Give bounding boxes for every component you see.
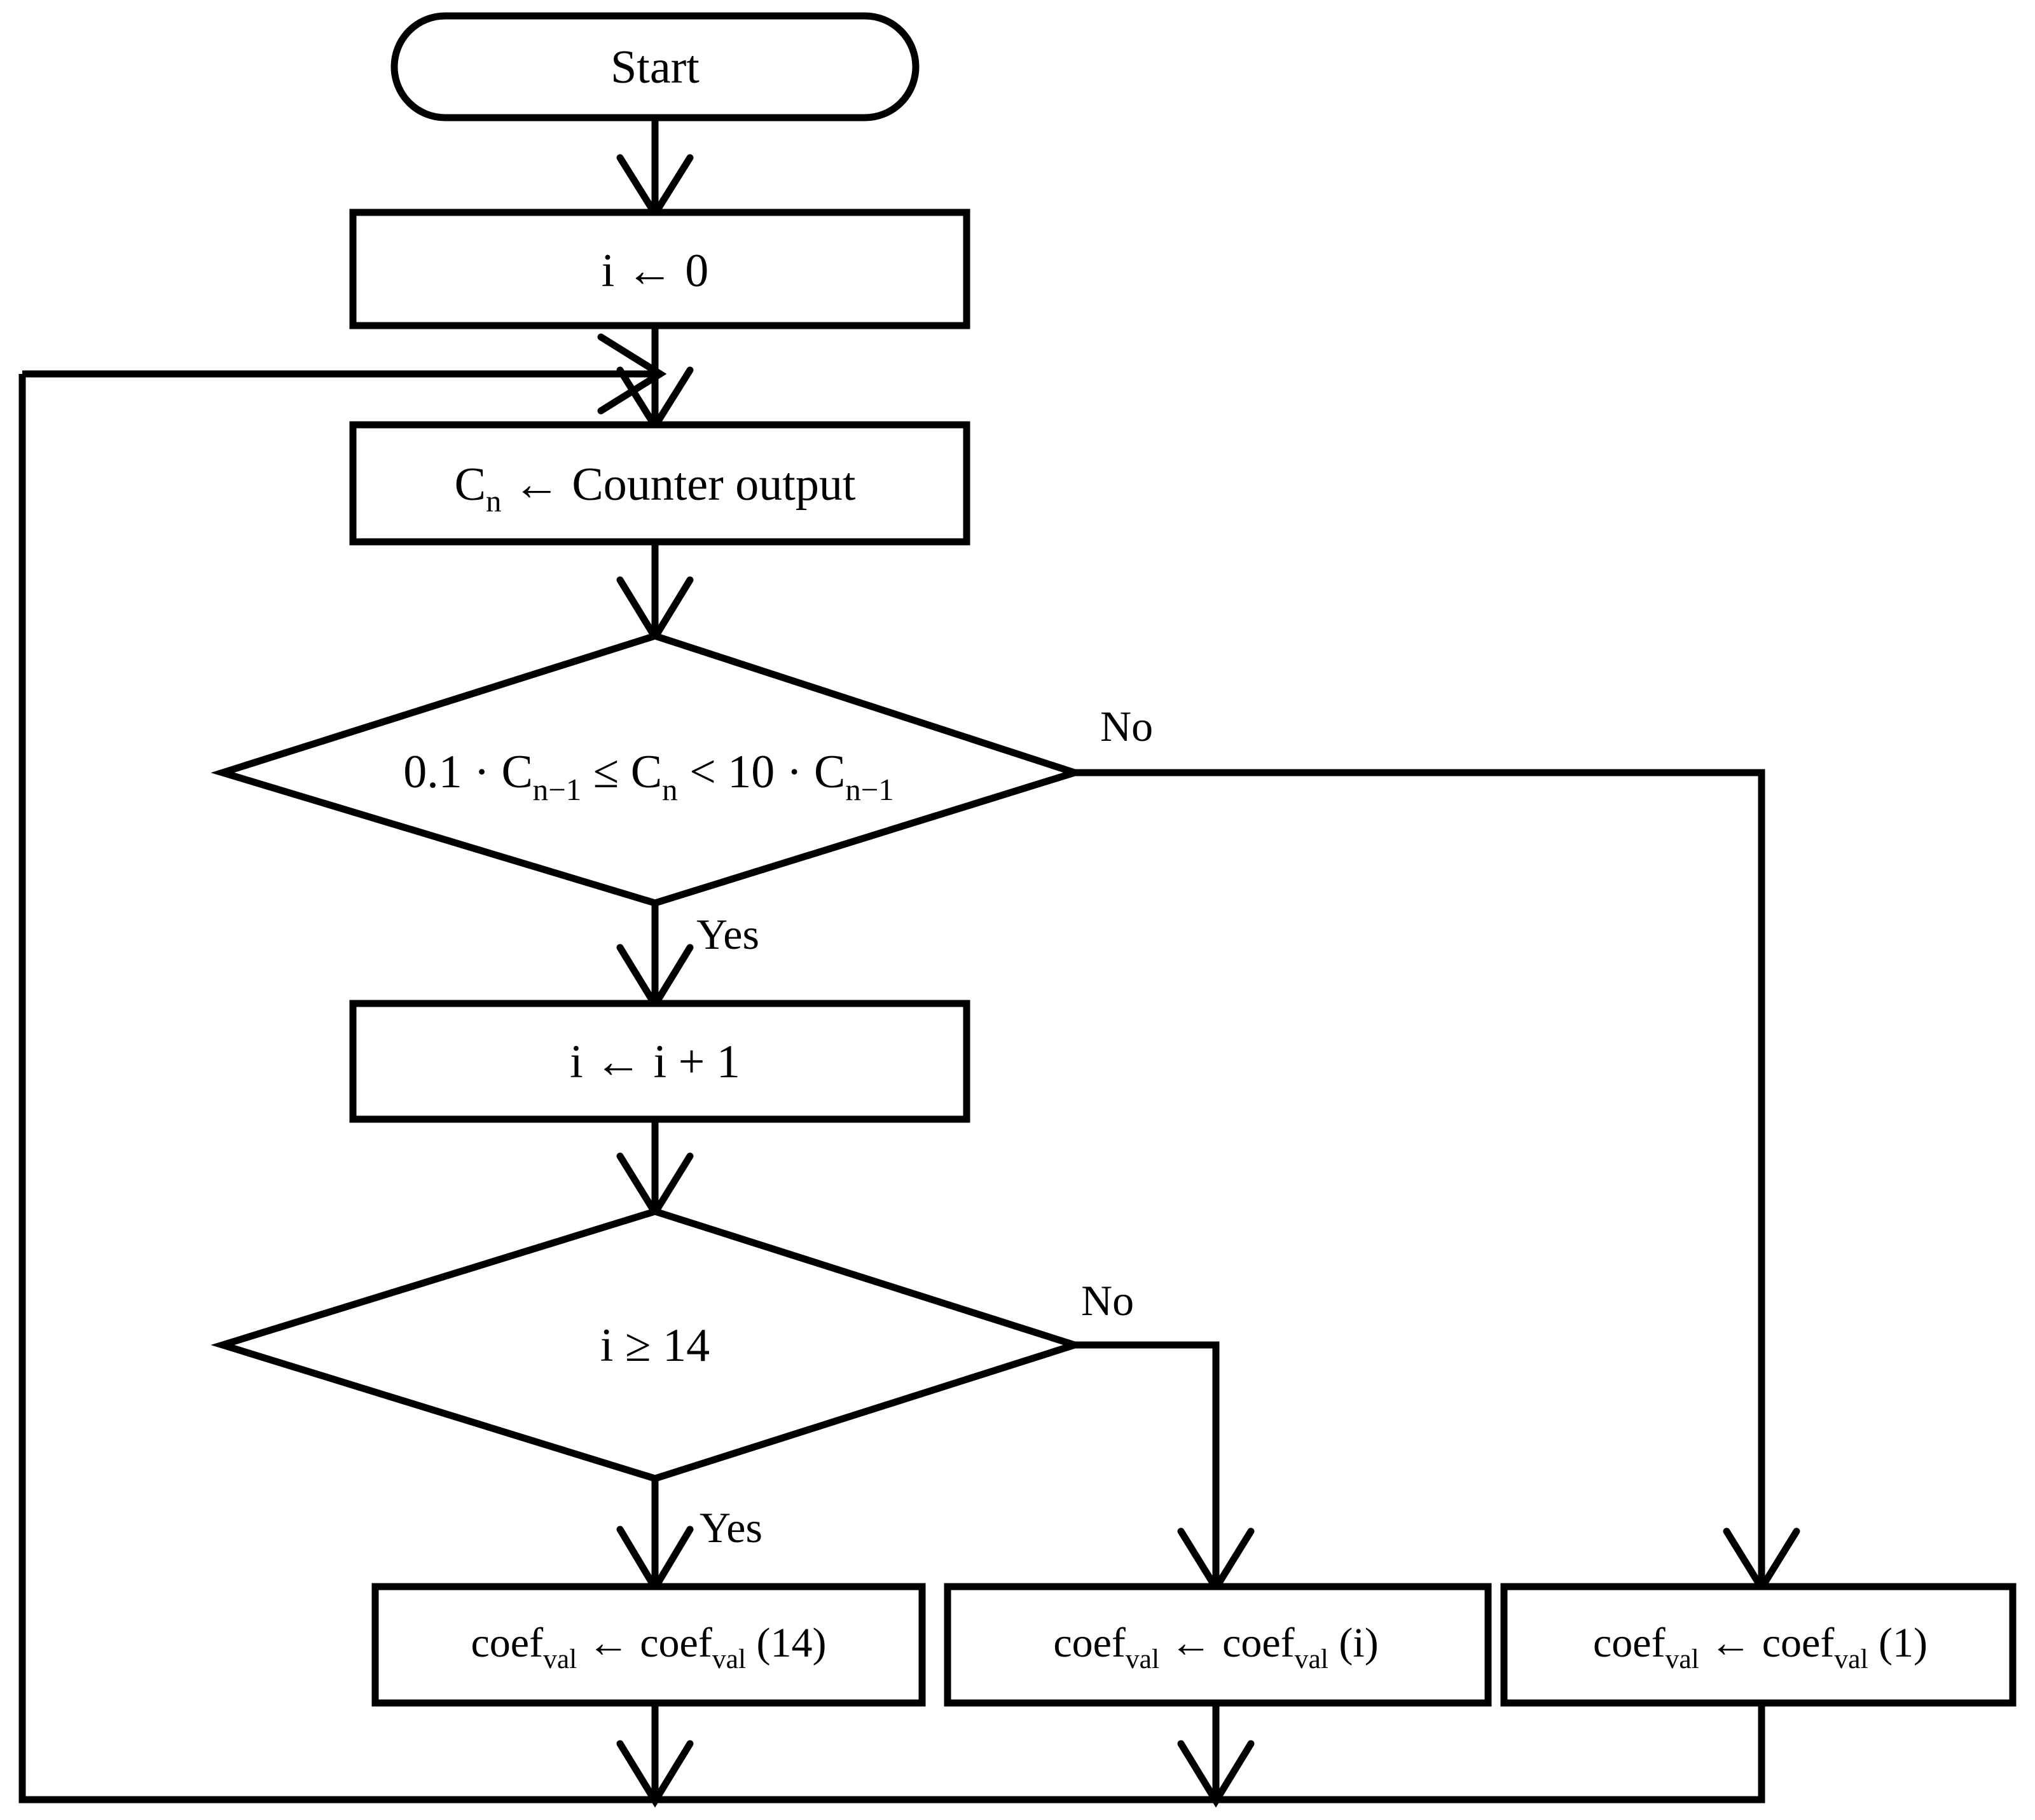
incr-i-label: i ← i + 1 [570,1036,740,1088]
edge-range-check-yes [616,903,694,1012]
coef-1-box-shape [1500,1583,2017,1707]
edge-coefi-to-rail [1177,1703,1255,1808]
node-coef-i[interactable]: coefval ← coefval (i) [944,1583,1492,1707]
node-incr-i[interactable]: i ← i + 1 [349,1000,970,1123]
coef-1-label: coefval ← coefval (1) [1593,1620,1928,1674]
incr-i-box-shape [349,1000,970,1123]
read-counter-label: Cn ← Counter output [455,458,856,518]
range-check-label: 0.1 · Cn−1 ≤ Cn < 10 · Cn−1 [403,746,893,807]
node-range-check[interactable]: 0.1 · Cn−1 ≤ Cn < 10 · Cn−1 [210,632,1087,907]
range-check-part1: 0.1 · C [403,746,533,798]
read-counter-base: C [455,458,486,511]
i-limit-diamond-shape [210,1208,1087,1482]
coef-14-sub1: val [543,1644,577,1674]
edge-limit-check-no [1075,1341,1255,1595]
coef-1-sub2: val [1834,1644,1868,1674]
node-coef-1[interactable]: coefval ← coefval (1) [1500,1583,2017,1707]
edge-counter-to-range-check [616,542,694,644]
edge-label-range-yes: Yes [696,910,759,958]
edge-incr-to-limit-check [616,1119,694,1220]
coef-14-base: coef [471,1620,543,1666]
start-label: Start [610,41,700,93]
edge-limit-check-yes [616,1479,694,1595]
coef-14-label: coefval ← coefval (14) [471,1620,826,1674]
read-counter-rest: ← Counter output [501,458,855,511]
edge-loop-return-top [22,333,667,415]
coef-1-arg: (1) [1868,1620,1928,1666]
init-i-box-shape [349,209,970,329]
edge-range-check-no [1075,769,1800,1595]
coef-i-box-shape [944,1583,1492,1707]
edge-coef14-to-rail [616,1703,694,1808]
node-start[interactable]: Start [390,12,920,121]
coef-1-mid: ← coef [1699,1620,1835,1666]
coef-i-label: coefval ← coefval (i) [1053,1620,1378,1674]
coef-14-box-shape [371,1583,926,1707]
start-terminator-shape [390,12,920,121]
node-init-i[interactable]: i ← 0 [349,209,970,329]
edge-label-limit-yes: Yes [700,1503,762,1552]
coef-i-mid: ← coef [1159,1620,1295,1666]
coef-14-arg: (14) [746,1620,826,1666]
edge-label-range-no: No [1100,702,1153,750]
coef-14-mid: ← coef [577,1620,712,1666]
read-counter-sub: n [486,483,501,518]
range-check-sub1: n−1 [533,772,581,807]
range-check-part3: < 10 · C [678,746,846,798]
coef-14-sub2: val [712,1644,746,1674]
read-counter-box-shape [349,421,970,546]
range-check-part2: ≤ C [581,746,662,798]
edge-label-limit-no: No [1081,1276,1134,1325]
node-i-limit-check[interactable]: i ≥ 14 [210,1208,1087,1482]
coef-1-sub1: val [1666,1644,1699,1674]
node-coef-14[interactable]: coefval ← coefval (14) [371,1583,926,1707]
i-limit-label: i ≥ 14 [600,1320,710,1372]
range-check-diamond-shape [210,632,1087,907]
node-read-counter[interactable]: Cn ← Counter output [349,421,970,546]
coef-i-base: coef [1053,1620,1126,1666]
coef-1-base: coef [1593,1620,1666,1666]
coef-i-sub2: val [1295,1644,1328,1674]
coef-i-sub1: val [1126,1644,1159,1674]
range-check-sub3: n−1 [845,772,893,807]
range-check-sub2: n [662,772,677,807]
init-i-label: i ← 0 [602,245,709,297]
coef-i-arg: (i) [1328,1620,1379,1666]
edge-start-to-init [616,118,694,221]
